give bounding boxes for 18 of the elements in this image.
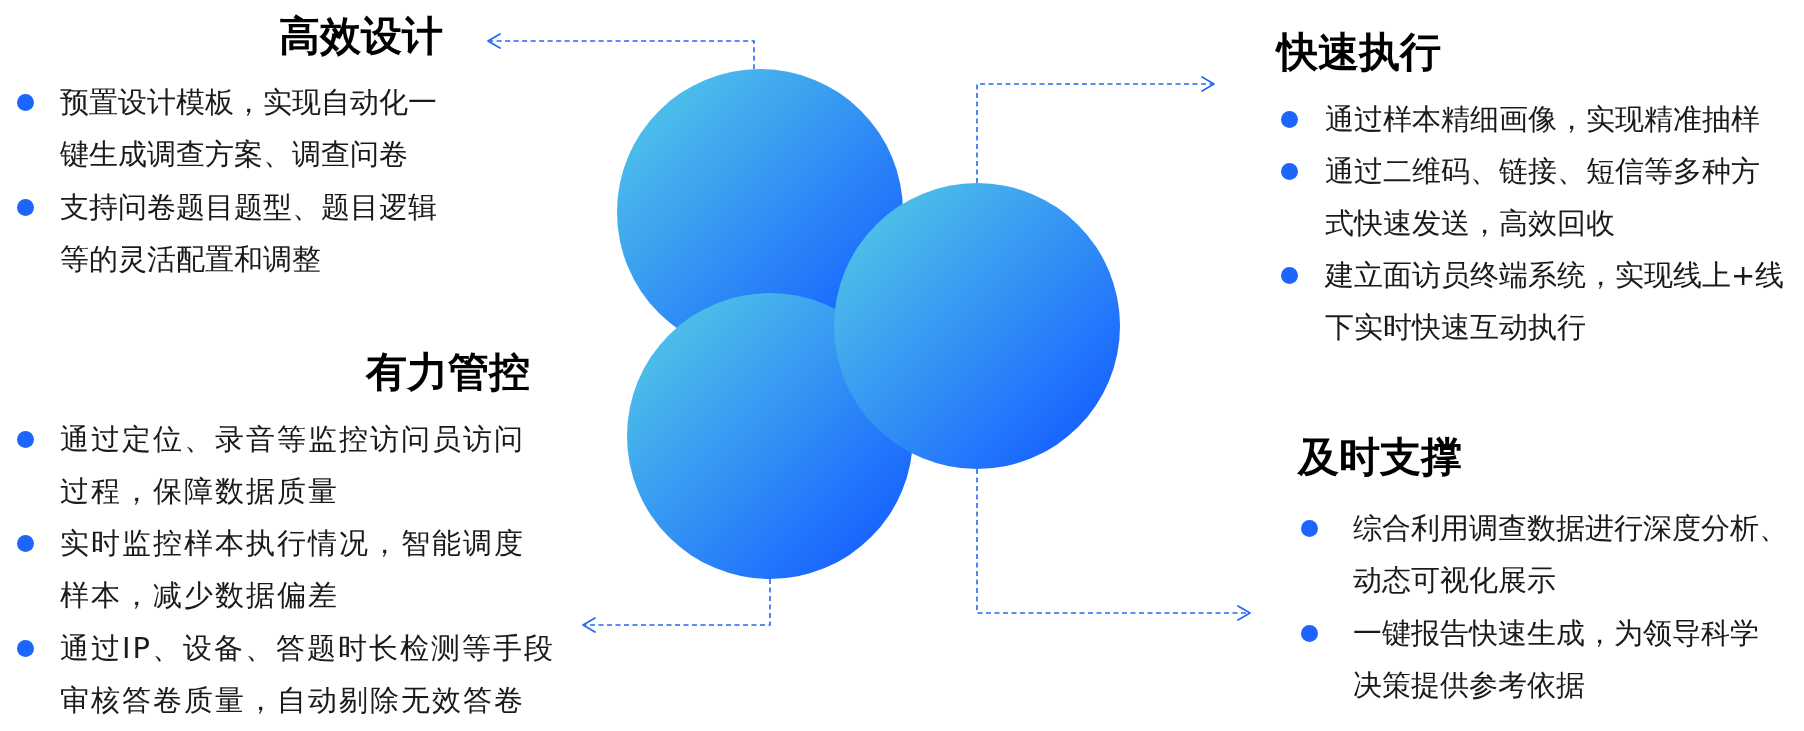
list-item-text: 预置设计模板，实现自动化一键生成调查方案、调查问卷 [60, 84, 438, 173]
list-item-text: 支持问卷题目题型、题目逻辑等的灵活配置和调整 [60, 189, 438, 278]
arrow [976, 468, 1251, 621]
heading: 快速执行 [1277, 28, 1441, 76]
list-item-text: 通过二维码、链接、短信等多种方式快速发送，高效回收 [1325, 153, 1761, 242]
list-item-text: 实时监控样本执行情况，智能调度样本，减少数据偏差 [60, 525, 526, 614]
list-item-text: 综合利用调查数据进行深度分析、动态可视化展示 [1353, 510, 1789, 599]
list-item-text: 一键报告快速生成，为领导科学决策提供参考依据 [1353, 615, 1760, 704]
heading: 有力管控 [366, 348, 530, 396]
arrow [582, 578, 771, 633]
list-item-text: 通过定位、录音等监控访问员访问过程，保障数据质量 [60, 421, 526, 510]
list-item-text: 建立面访员终端系统，实现线上+线下实时快速互动执行 [1325, 257, 1786, 346]
heading: 高效设计 [279, 12, 443, 60]
heading: 及时支撑 [1298, 433, 1462, 481]
list-item-text: 通过样本精细画像，实现精准抽样 [1325, 101, 1761, 138]
arrow [487, 33, 755, 70]
arrow [976, 76, 1215, 184]
list-item-text: 通过IP、设备、答题时长检测等手段审核答卷质量，自动剔除无效答卷 [60, 630, 557, 719]
